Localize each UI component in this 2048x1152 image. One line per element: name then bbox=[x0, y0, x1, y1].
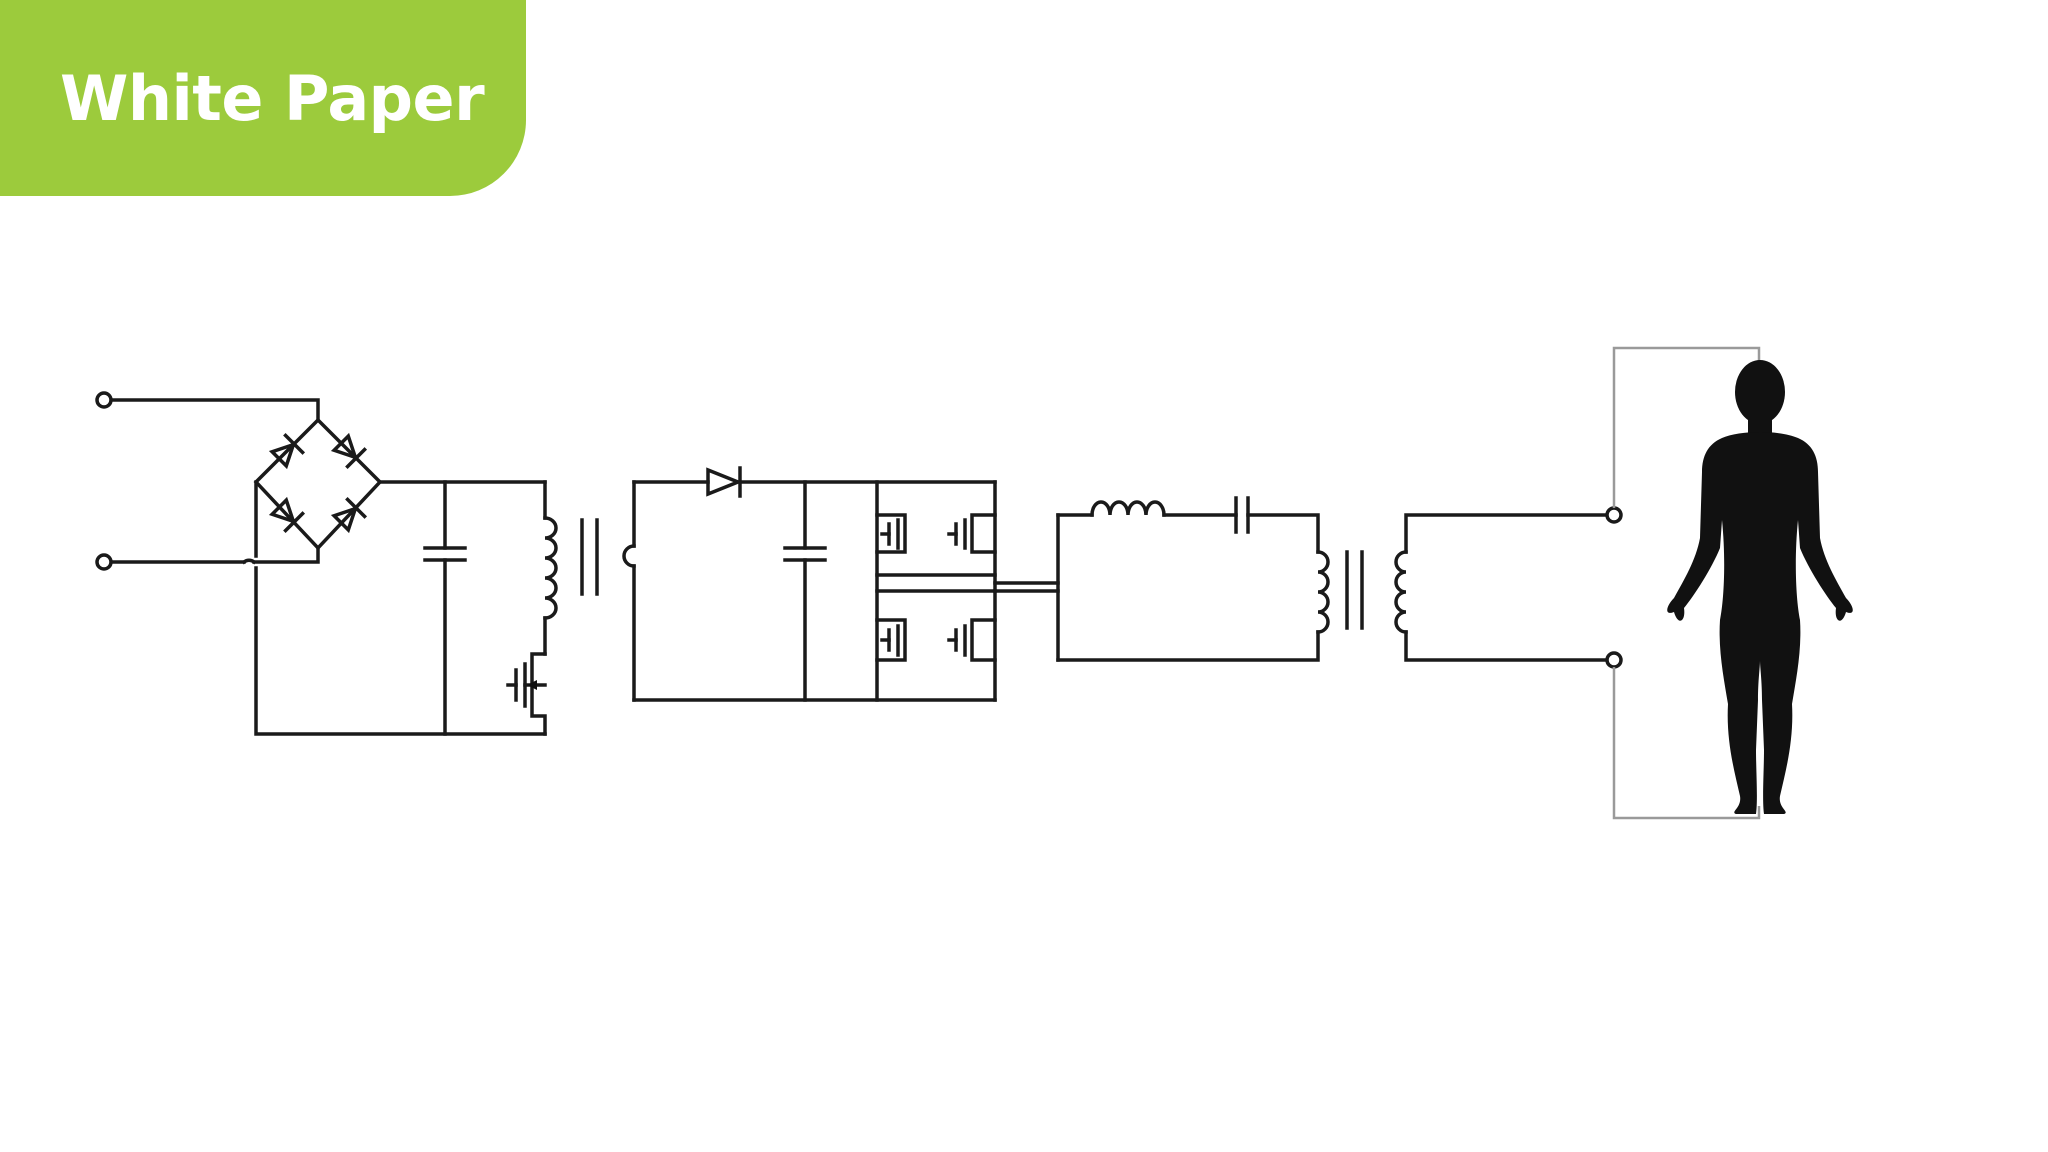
badge-label: White Paper bbox=[60, 61, 485, 135]
human-body-icon bbox=[1667, 360, 1853, 814]
transformer-core-1 bbox=[580, 518, 599, 596]
secondary-rectifier bbox=[622, 466, 997, 702]
resonant-tank bbox=[993, 496, 1330, 662]
white-paper-badge: White Paper bbox=[0, 0, 526, 196]
input-capacitor bbox=[378, 480, 547, 736]
flyback-primary bbox=[506, 480, 558, 736]
bridge-rectifier bbox=[241, 417, 547, 736]
ac-input-terminals bbox=[95, 391, 320, 571]
output-transformer bbox=[1345, 506, 1623, 669]
full-bridge-inverter bbox=[875, 480, 997, 702]
